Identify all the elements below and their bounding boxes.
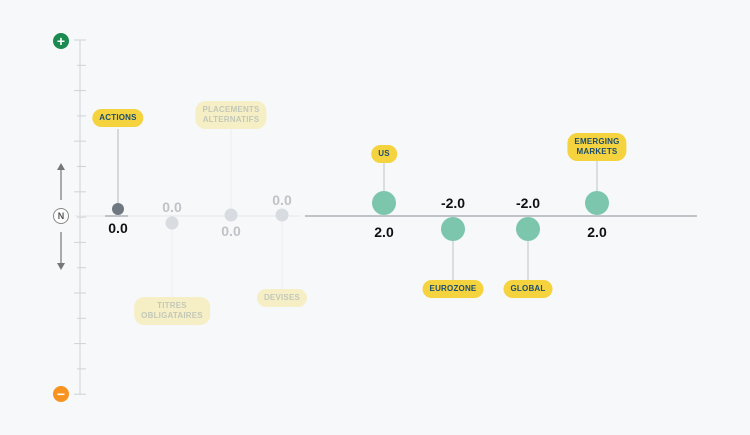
neutral-marker-icon: N bbox=[53, 208, 69, 224]
item-value: 2.0 bbox=[374, 224, 394, 240]
group-label: PLACEMENTS ALTERNATIFS bbox=[195, 101, 267, 129]
item-label: EMERGING MARKETS bbox=[567, 133, 627, 161]
group-point bbox=[275, 208, 289, 222]
down-arrow-head-icon bbox=[57, 263, 65, 270]
group-point bbox=[165, 216, 179, 230]
group-value: 0.0 bbox=[272, 192, 292, 208]
item-point bbox=[441, 217, 465, 241]
group-point bbox=[224, 208, 238, 222]
group-value: 0.0 bbox=[221, 223, 241, 239]
group-value: 0.0 bbox=[162, 199, 182, 215]
item-label: GLOBAL bbox=[503, 280, 553, 298]
group-label: ACTIONS bbox=[92, 109, 144, 127]
item-value: -2.0 bbox=[440, 195, 466, 211]
group-label: TITRES OBLIGATAIRES bbox=[134, 297, 210, 325]
item-label: EUROZONE bbox=[422, 280, 484, 298]
item-point bbox=[585, 191, 609, 215]
up-arrow-head-icon bbox=[57, 163, 65, 170]
group-label: DEVISES bbox=[256, 289, 308, 307]
item-label: US bbox=[371, 145, 397, 163]
minus-icon: − bbox=[53, 386, 69, 402]
group-value: 0.0 bbox=[108, 220, 128, 236]
group-point bbox=[112, 203, 124, 215]
item-point bbox=[372, 191, 396, 215]
plus-icon: + bbox=[53, 33, 69, 49]
item-value: -2.0 bbox=[515, 195, 541, 211]
item-point bbox=[516, 217, 540, 241]
item-value: 2.0 bbox=[587, 224, 607, 240]
